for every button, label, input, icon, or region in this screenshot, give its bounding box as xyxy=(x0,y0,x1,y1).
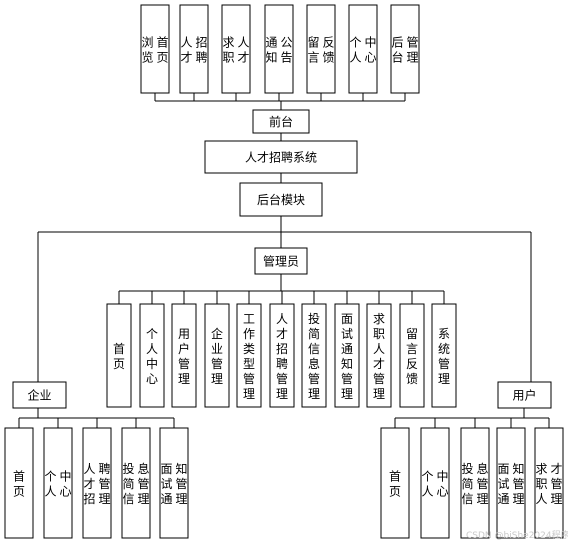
front-module-6-label: 个人中心 xyxy=(349,34,376,64)
admin-module-3-label: 用户管理 xyxy=(178,327,190,386)
backend-box: 后台模块 xyxy=(239,182,323,217)
front-module-1: 浏览首页 xyxy=(140,4,170,94)
admin-module-6-label: 人才招聘管理 xyxy=(276,312,288,401)
admin-module-8: 面试通知管理 xyxy=(334,303,360,408)
user-box: 用户 xyxy=(497,381,552,409)
front-box: 前台 xyxy=(252,109,310,134)
admin-module-10: 留言反馈 xyxy=(399,303,425,408)
admin-module-7-label: 投简信息管理 xyxy=(308,311,320,401)
user-module-2: 个人中心 xyxy=(420,427,450,539)
user-module-1: 首页 xyxy=(380,427,410,539)
user-box-label: 用户 xyxy=(512,388,536,403)
enterprise-module-5: 面试通知管理 xyxy=(159,427,189,539)
enterprise-module-1-label: 首页 xyxy=(13,469,25,498)
admin-module-6: 人才招聘管理 xyxy=(269,303,295,408)
front-module-7-label: 后台管理 xyxy=(391,34,418,64)
front-module-2: 人才招聘 xyxy=(179,4,209,94)
user-module-3-label: 投简信息管理 xyxy=(461,461,488,506)
admin-module-1: 首页 xyxy=(106,303,132,408)
admin-module-11-label: 系统管理 xyxy=(438,327,450,386)
connector-lines xyxy=(18,93,550,428)
admin-module-5-label: 工作类型管理 xyxy=(243,312,255,401)
enterprise-module-3: 人才招聘管理 xyxy=(82,427,112,539)
admin-box: 管理员 xyxy=(254,247,308,275)
enterprise-module-4: 投简信息管理 xyxy=(121,427,151,539)
module-boxes: 浏览首页人才招聘求职人才通知公告留言反馈个人中心后台管理前台人才招聘系统后台模块… xyxy=(4,4,564,539)
enterprise-box: 企业 xyxy=(12,381,67,409)
admin-module-9: 求职人才管理 xyxy=(366,303,392,408)
admin-module-10-label: 留言反馈 xyxy=(406,327,418,386)
user-module-3: 投简信息管理 xyxy=(460,427,490,539)
user-module-4: 面试通知管理 xyxy=(496,427,526,539)
enterprise-module-2: 个人中心 xyxy=(43,427,73,539)
admin-box-label: 管理员 xyxy=(263,254,299,269)
admin-module-9-label: 求职人才管理 xyxy=(373,312,385,401)
front-module-5-label: 留言反馈 xyxy=(307,35,334,64)
admin-module-8-label: 面试通知管理 xyxy=(341,312,353,401)
front-module-3: 求职人才 xyxy=(221,4,251,94)
front-module-7: 后台管理 xyxy=(390,4,420,94)
front-module-1-label: 浏览首页 xyxy=(141,35,168,64)
admin-module-5: 工作类型管理 xyxy=(236,303,262,408)
admin-module-2: 个人中心 xyxy=(139,303,165,408)
front-module-4-label: 通知公告 xyxy=(265,35,292,64)
user-module-1-label: 首页 xyxy=(389,469,401,498)
user-module-5: 求职人才管理 xyxy=(534,427,564,539)
admin-module-4-label: 企业管理 xyxy=(211,326,223,386)
front-module-4: 通知公告 xyxy=(264,4,294,94)
watermark: CSDN @biShe2024程序 xyxy=(466,531,568,541)
front-module-6: 个人中心 xyxy=(348,4,378,94)
front-module-5: 留言反馈 xyxy=(306,4,336,94)
admin-module-2-label: 个人中心 xyxy=(146,327,158,386)
enterprise-box-label: 企业 xyxy=(27,388,51,403)
enterprise-module-4-label: 投简信息管理 xyxy=(122,461,149,506)
user-module-4-label: 面试通知管理 xyxy=(497,462,524,506)
user-module-5-label: 求职人才管理 xyxy=(535,462,562,506)
admin-module-11: 系统管理 xyxy=(431,303,457,408)
front-box-label: 前台 xyxy=(269,114,293,129)
system-box-label: 人才招聘系统 xyxy=(245,151,317,165)
front-module-2-label: 人才招聘 xyxy=(180,35,207,64)
enterprise-module-2-label: 个人中心 xyxy=(44,468,71,498)
backend-box-label: 后台模块 xyxy=(257,192,305,207)
admin-module-1-label: 首页 xyxy=(113,342,125,371)
enterprise-module-1: 首页 xyxy=(4,427,34,539)
enterprise-module-3-label: 人才招聘管理 xyxy=(83,462,110,506)
front-module-3-label: 求职人才 xyxy=(222,35,249,64)
system-box: 人才招聘系统 xyxy=(204,140,358,174)
enterprise-module-5-label: 面试通知管理 xyxy=(160,462,187,506)
user-module-2-label: 个人中心 xyxy=(421,468,448,498)
admin-module-3: 用户管理 xyxy=(171,303,197,408)
admin-module-4: 企业管理 xyxy=(204,303,230,408)
admin-module-7: 投简信息管理 xyxy=(301,303,327,408)
